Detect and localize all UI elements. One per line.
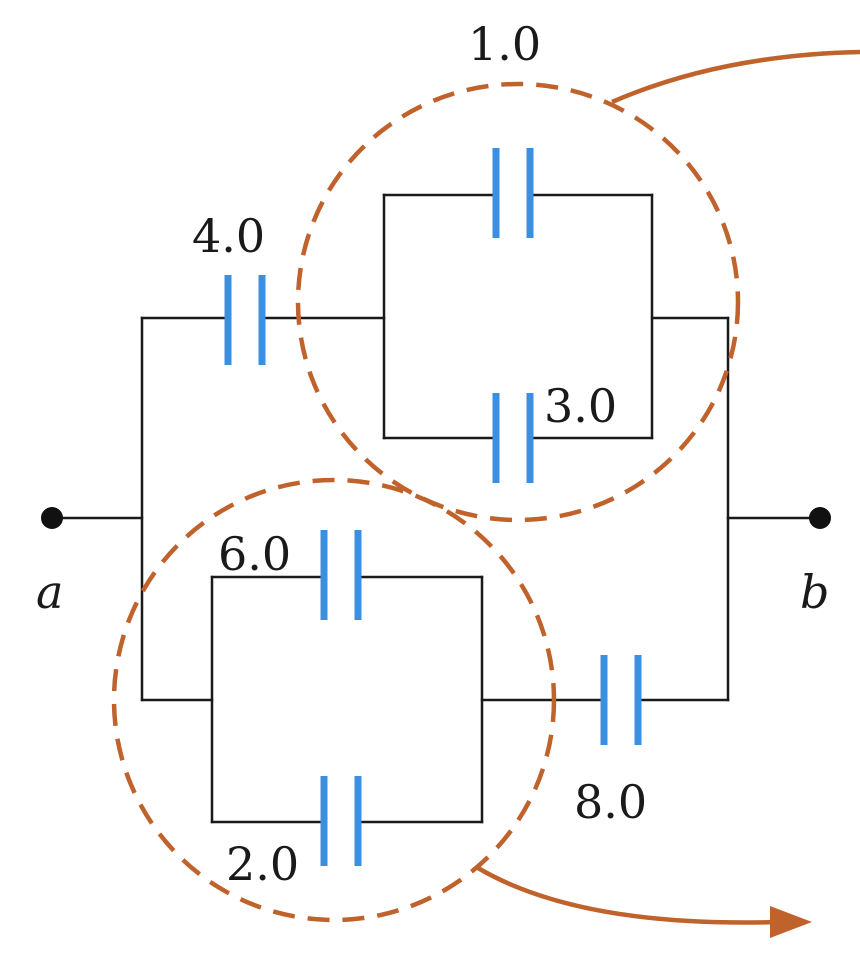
capacitor-1-label: 1.0 bbox=[468, 17, 541, 71]
capacitor-4 bbox=[224, 275, 266, 365]
highlight-circle-bottom bbox=[111, 477, 557, 923]
capacitor-1 bbox=[492, 148, 534, 238]
highlight-circle-top bbox=[295, 81, 741, 523]
terminal-b-node bbox=[809, 507, 831, 529]
capacitor-8 bbox=[600, 655, 642, 745]
capacitor-4-label: 4.0 bbox=[192, 209, 265, 263]
terminal-a-node bbox=[41, 507, 63, 529]
arrow-top-curve bbox=[611, 49, 860, 105]
capacitor-3-label: 3.0 bbox=[544, 379, 617, 433]
capacitor-2-label: 2.0 bbox=[226, 837, 299, 891]
terminal-a-label: a bbox=[36, 565, 63, 619]
capacitor-6 bbox=[320, 530, 362, 620]
capacitor-2 bbox=[320, 776, 362, 866]
terminal-b-label: b bbox=[800, 565, 829, 619]
capacitor-3 bbox=[492, 393, 534, 483]
capacitor-8-label: 8.0 bbox=[574, 775, 647, 829]
arrow-bottom-head bbox=[770, 906, 812, 938]
arrow-bottom-curve bbox=[476, 866, 781, 925]
circuit-wires bbox=[50, 193, 822, 824]
capacitor-6-label: 6.0 bbox=[218, 527, 291, 581]
